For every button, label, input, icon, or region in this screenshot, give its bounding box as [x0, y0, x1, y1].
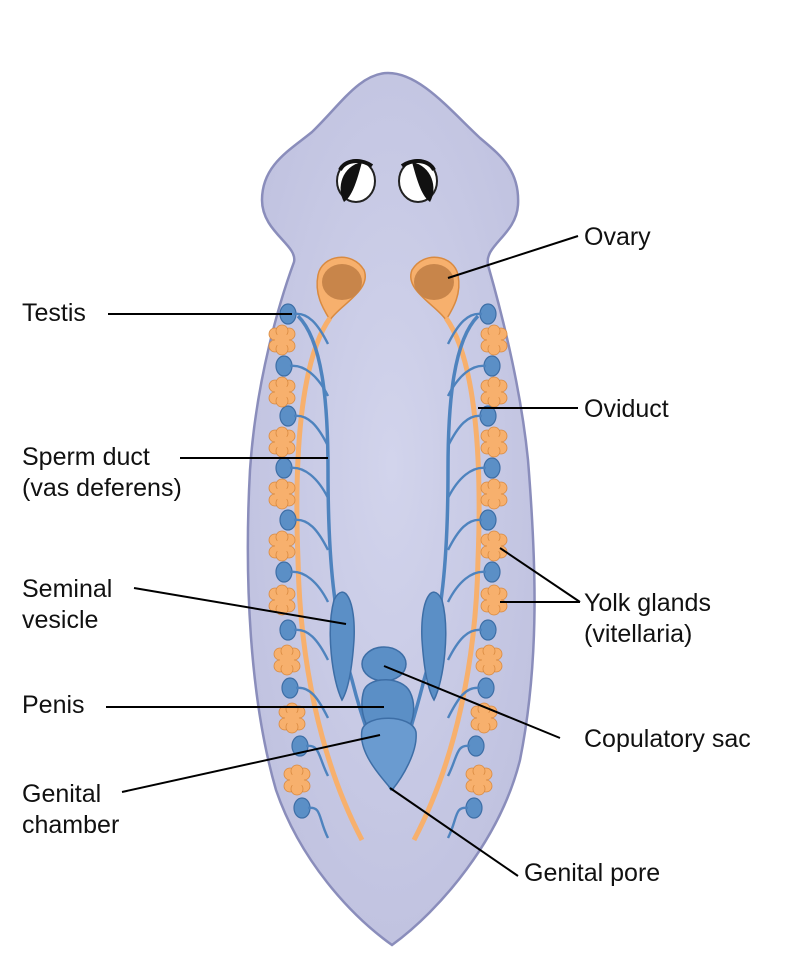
testis-ductule-left: [293, 518, 330, 551]
testis-ductule-right: [446, 744, 471, 777]
testis-ductule-left: [289, 466, 330, 499]
testis-left: [281, 677, 299, 699]
label-genital-chamber-line1: Genital: [22, 780, 102, 808]
label-yolk-glands: Yolk glands (vitellaria): [584, 588, 711, 650]
leader-seminal-vesicle: [133, 587, 347, 625]
testis-ductule-right: [446, 518, 483, 551]
testis-ductule-left: [293, 414, 330, 447]
yolk-gland-right: [480, 324, 508, 356]
testis-right: [483, 355, 501, 377]
yolk-gland-left: [268, 584, 296, 616]
yolk-gland-right: [480, 426, 508, 458]
yolk-gland-right: [480, 584, 508, 616]
right-eye: [398, 159, 438, 203]
leader-genital-pore: [389, 787, 519, 877]
testis-ductule-left: [293, 628, 330, 661]
leader-yolk-1: [499, 547, 581, 603]
testis-right: [479, 303, 497, 325]
testis-ductule-right: [446, 570, 487, 603]
label-ovary: Ovary: [584, 223, 651, 251]
testis-ductule-left: [305, 744, 330, 777]
label-genital-pore: Genital pore: [524, 859, 661, 887]
testis-left: [279, 619, 297, 641]
left-seminal-vesicle: [329, 591, 355, 702]
testis-left: [275, 457, 293, 479]
copulatory-sac: [361, 646, 407, 682]
testis-ductule-right: [446, 628, 483, 661]
testis-ductule-left: [307, 806, 330, 839]
testis-ductule-right: [446, 414, 483, 447]
yolk-gland-left: [268, 530, 296, 562]
yolk-gland-right: [480, 478, 508, 510]
testis-left: [275, 355, 293, 377]
yolk-gland-left: [283, 764, 311, 796]
testis-left: [275, 561, 293, 583]
yolk-gland-right: [480, 376, 508, 408]
testis-left: [293, 797, 311, 819]
label-testis: Testis: [22, 299, 86, 327]
label-copulatory-sac: Copulatory sac: [584, 725, 751, 753]
testis-ductule-right: [446, 686, 481, 719]
testis-right: [483, 561, 501, 583]
testis-right: [465, 797, 483, 819]
yolk-gland-left: [273, 644, 301, 676]
label-genital-chamber-line2: chamber: [22, 811, 120, 839]
yolk-gland-left: [268, 478, 296, 510]
yolk-gland-left: [268, 426, 296, 458]
right-seminal-vesicle: [421, 591, 447, 702]
label-oviduct: Oviduct: [584, 395, 669, 423]
testis-right: [483, 457, 501, 479]
leader-lines: [106, 235, 581, 877]
leader-copulatory-sac: [383, 665, 561, 739]
body-outline: [246, 71, 536, 947]
label-yolk-glands-line2: (vitellaria): [584, 620, 693, 648]
label-seminal-vesicle: Seminal vesicle: [22, 574, 112, 636]
label-sperm-duct-line1: Sperm duct: [22, 443, 150, 471]
testis-ductule-left: [293, 312, 330, 345]
label-yolk-glands-line1: Yolk glands: [584, 589, 711, 617]
yolk-gland-left: [268, 324, 296, 356]
testis-left: [279, 405, 297, 427]
leader-genital-chamber: [121, 734, 381, 793]
label-sperm-duct: Sperm duct (vas deferens): [22, 442, 182, 504]
label-seminal-vesicle-line1: Seminal: [22, 575, 113, 603]
yolk-gland-left: [268, 376, 296, 408]
testis-right: [477, 677, 495, 699]
left-ovary: [316, 256, 367, 322]
yolk-gland-right: [480, 530, 508, 562]
right-oviduct: [411, 316, 482, 842]
yolk-gland-right: [475, 644, 503, 676]
testis-right: [479, 619, 497, 641]
label-sperm-duct-line2: (vas deferens): [22, 474, 182, 502]
label-genital-chamber: Genital chamber: [22, 779, 119, 841]
label-penis: Penis: [22, 691, 85, 719]
yolk-gland-right: [465, 764, 493, 796]
leader-ovary: [447, 235, 579, 279]
testis-ductule-right: [446, 466, 487, 499]
testis-ductule-left: [295, 686, 330, 719]
testes-group: [275, 303, 501, 839]
left-eye: [336, 159, 376, 203]
testis-ductule-right: [446, 312, 483, 345]
left-oviduct: [294, 316, 365, 842]
testis-right: [479, 509, 497, 531]
testis-right: [467, 735, 485, 757]
testis-ductule-right: [446, 806, 469, 839]
testis-ductule-left: [289, 570, 330, 603]
label-seminal-vesicle-line2: vesicle: [22, 606, 99, 634]
testis-left: [279, 509, 297, 531]
right-ovary: [409, 256, 460, 322]
